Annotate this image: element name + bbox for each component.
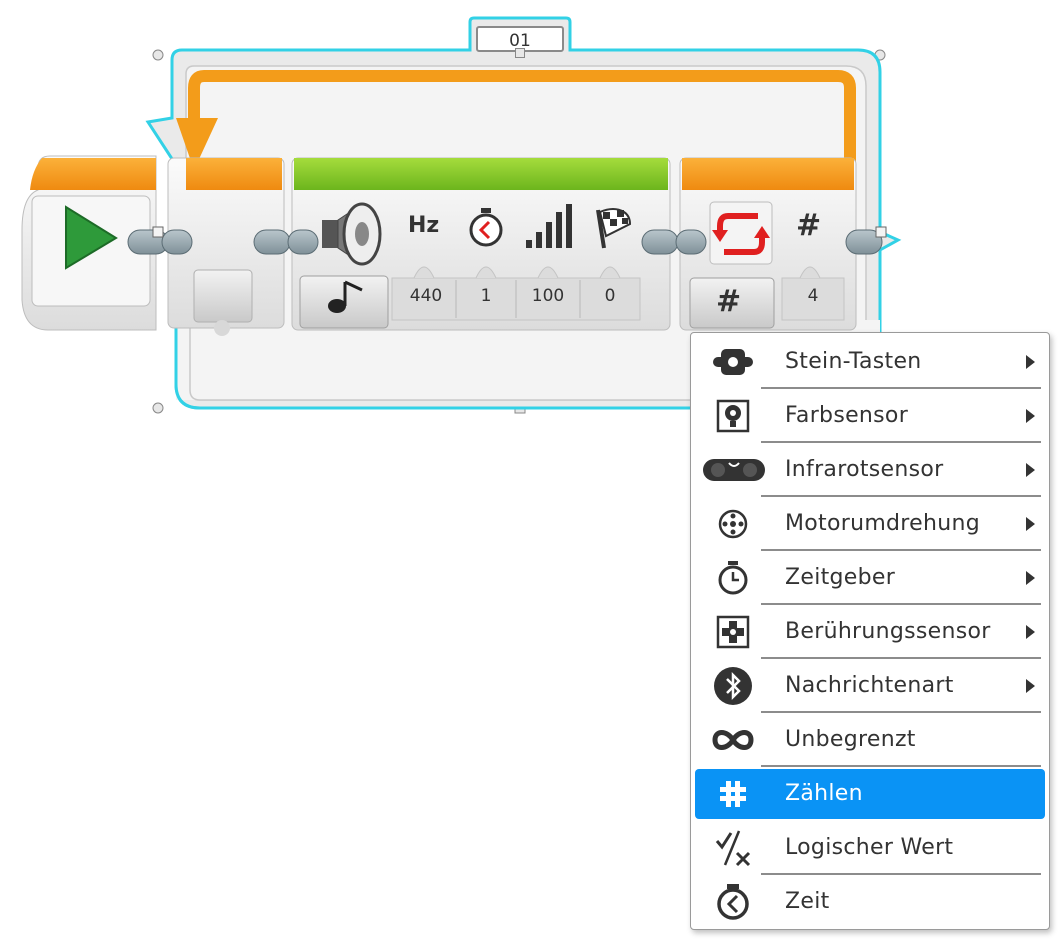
volume-value[interactable]: 100 <box>531 286 565 306</box>
timer-icon <box>711 559 755 597</box>
menu-item-label: Farbsensor <box>785 403 909 428</box>
play-type-value[interactable]: 0 <box>604 286 616 306</box>
loop-mode-button[interactable]: # <box>716 284 741 319</box>
menu-item-label: Zählen <box>785 781 863 806</box>
play-icon <box>65 205 118 270</box>
volume-bars-icon <box>526 204 572 248</box>
menu-item-nachrichtenart[interactable]: Nachrichtenart <box>691 659 1049 713</box>
menu-item-zeit[interactable]: Zeit <box>691 875 1049 929</box>
menu-item-label: Zeitgeber <box>785 565 896 590</box>
hash-icon <box>711 775 755 813</box>
bluetooth-icon <box>711 667 755 705</box>
menu-item-label: Zeit <box>785 889 830 914</box>
frequency-value[interactable]: 440 <box>409 286 443 306</box>
infrared-sensor-icon <box>701 451 767 489</box>
loop-mode-menu[interactable]: Stein-Tasten Farbsensor Infrarotsensor M… <box>690 332 1050 930</box>
count-value[interactable]: 4 <box>807 286 819 306</box>
submenu-arrow-icon <box>1026 355 1035 369</box>
menu-item-unbegrenzt[interactable]: Unbegrenzt <box>691 713 1049 767</box>
start-block[interactable] <box>21 155 157 331</box>
speaker-icon <box>322 202 382 266</box>
stopwatch-icon <box>711 883 755 921</box>
sequence-connectors <box>127 226 887 255</box>
stopwatch-icon <box>469 208 503 247</box>
menu-item-label: Infrarotsensor <box>785 457 944 482</box>
checkered-flag-icon <box>596 208 632 249</box>
hash-icon: # <box>716 284 742 319</box>
menu-item-farbsensor[interactable]: Farbsensor <box>691 389 1049 443</box>
menu-highlight <box>695 769 1045 819</box>
loop-resize-handle[interactable] <box>515 48 525 58</box>
music-note-icon <box>328 280 363 313</box>
loop-arrows-icon <box>712 213 770 255</box>
menu-item-label: Logischer Wert <box>785 835 954 860</box>
brick-buttons-icon <box>711 343 755 381</box>
submenu-arrow-icon <box>1026 463 1035 477</box>
menu-item-logischer-wert[interactable]: Logischer Wert <box>691 821 1049 875</box>
menu-item-label: Nachrichtenart <box>785 673 954 698</box>
loop-end-segment[interactable] <box>679 157 857 331</box>
duration-value[interactable]: 1 <box>480 286 492 306</box>
menu-item-label: Motorumdrehung <box>785 511 981 536</box>
logic-icon <box>711 829 755 867</box>
submenu-arrow-icon <box>1026 679 1035 693</box>
submenu-arrow-icon <box>1026 625 1035 639</box>
menu-item-zaehlen[interactable]: Zählen <box>691 767 1049 821</box>
submenu-arrow-icon <box>1026 571 1035 585</box>
motor-rotation-icon <box>711 505 755 543</box>
menu-item-label: Stein-Tasten <box>785 349 922 374</box>
touch-sensor-icon <box>711 613 755 651</box>
submenu-arrow-icon <box>1026 517 1035 531</box>
menu-item-zeitgeber[interactable]: Zeitgeber <box>691 551 1049 605</box>
loop-name-label[interactable]: 01 <box>476 26 564 52</box>
menu-item-motorumdrehung[interactable]: Motorumdrehung <box>691 497 1049 551</box>
menu-item-beruehrungssensor[interactable]: Berührungssensor <box>691 605 1049 659</box>
menu-item-label: Berührungssensor <box>785 619 991 644</box>
submenu-arrow-icon <box>1026 409 1035 423</box>
count-header: # <box>796 208 822 243</box>
menu-item-infrarotsensor[interactable]: Infrarotsensor <box>691 443 1049 497</box>
infinity-icon <box>711 721 755 759</box>
loop-start-segment[interactable] <box>167 157 285 336</box>
menu-item-label: Unbegrenzt <box>785 727 916 752</box>
sound-block[interactable] <box>291 157 671 331</box>
frequency-header: Hz <box>408 213 440 238</box>
color-sensor-icon <box>711 397 755 435</box>
menu-item-stein-tasten[interactable]: Stein-Tasten <box>691 335 1049 389</box>
